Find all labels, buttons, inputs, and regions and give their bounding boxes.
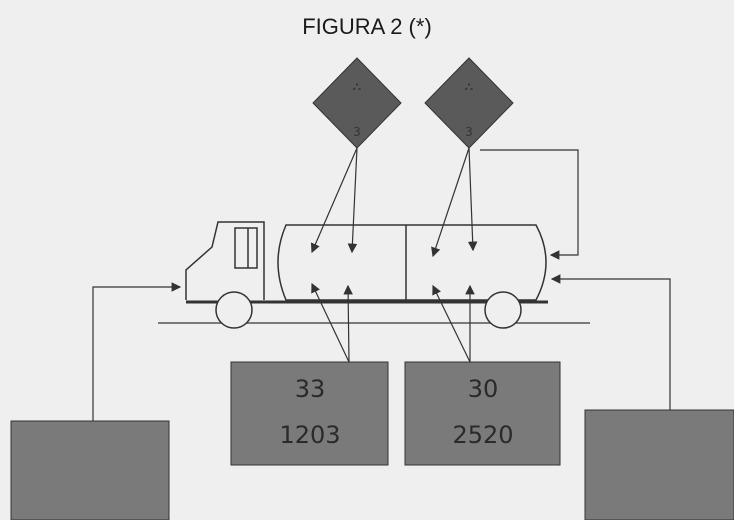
panel-right-hazard-id: 30 [468,375,499,403]
panel-right-un-number: 2520 [452,421,513,449]
placard-left-symbol: ⛬ [353,79,361,93]
placard-left: ⛬ 3 [312,57,402,149]
truck-window [234,227,258,269]
side-box-right [584,409,734,520]
truck-cab [185,221,265,300]
placard-right-symbol: ⛬ [465,79,473,93]
tanker-truck [185,221,548,329]
wheel-rear [484,291,522,329]
wheel-front [215,291,253,329]
panel-left-hazard-id: 33 [295,375,326,403]
panel-left-un-number: 1203 [279,421,340,449]
connector-arrows [92,147,671,421]
placard-right-class: 3 [465,125,473,139]
orange-panel-left: 33 1203 [230,361,389,466]
figure-title: FIGURA 2 (*) [302,14,432,39]
tank [277,224,547,301]
placard-right: ⛬ 3 [424,57,514,149]
side-box-left [10,420,170,520]
orange-panel-right: 30 2520 [404,361,561,466]
placard-left-class: 3 [353,125,361,139]
